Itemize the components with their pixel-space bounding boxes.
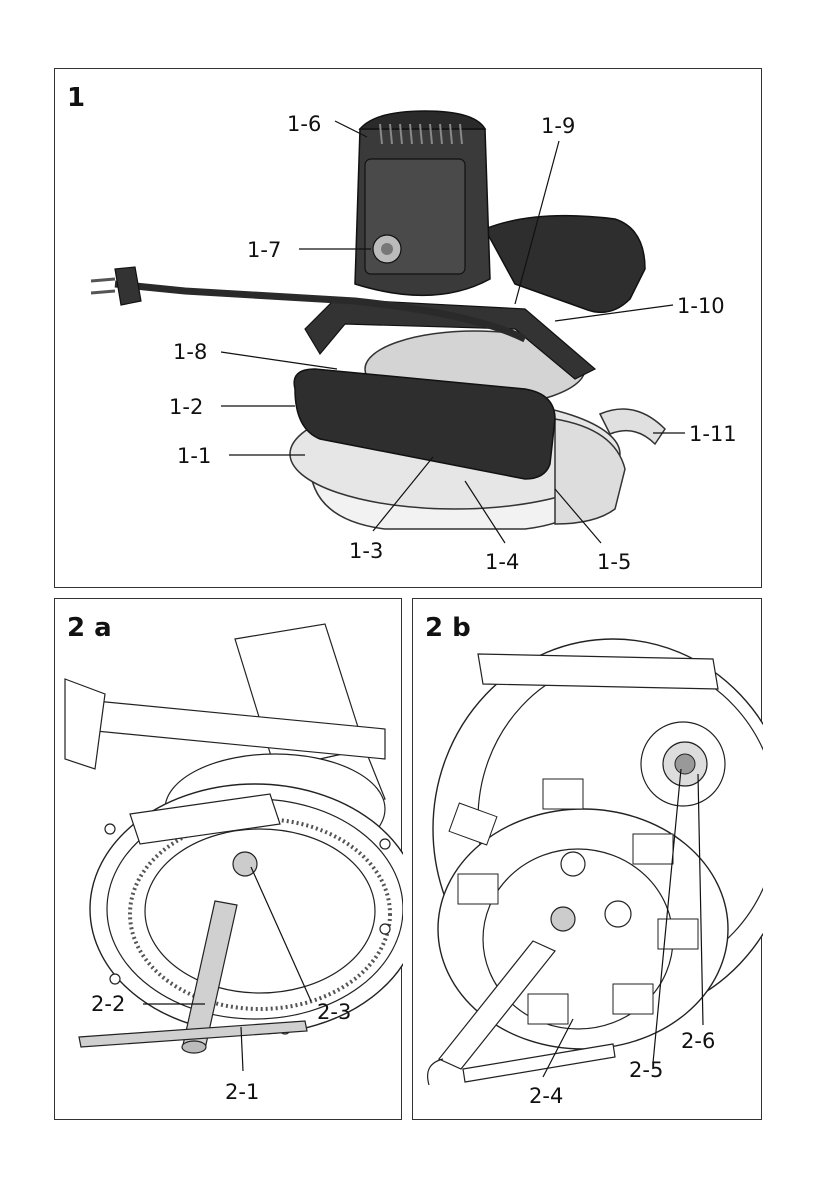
label-2-2: 2-2 — [91, 992, 125, 1016]
label-1-6: 1-6 — [287, 112, 321, 136]
label-1-7: 1-7 — [247, 238, 281, 262]
label-2-5: 2-5 — [629, 1058, 663, 1082]
label-1-8: 1-8 — [173, 340, 207, 364]
figure-1-panel: 1 — [54, 68, 762, 588]
label-2-4: 2-4 — [529, 1084, 563, 1108]
label-1-9: 1-9 — [541, 114, 575, 138]
label-1-5: 1-5 — [597, 550, 631, 574]
label-1-3: 1-3 — [349, 539, 383, 563]
label-1-2: 1-2 — [169, 395, 203, 419]
figure-2a-panel: 2 a — [54, 598, 402, 1120]
figure-2a-illustration: 2-2 2-3 2-1 — [55, 599, 403, 1121]
label-1-10: 1-10 — [677, 294, 725, 318]
label-1-4: 1-4 — [485, 550, 519, 574]
label-2-1: 2-1 — [225, 1080, 259, 1104]
label-1-11: 1-11 — [689, 422, 737, 446]
figure-2b-panel: 2 b — [412, 598, 762, 1120]
label-1-1: 1-1 — [177, 444, 211, 468]
label-2-6: 2-6 — [681, 1029, 715, 1053]
figure-2b-illustration: 2-4 2-5 2-6 — [413, 599, 763, 1121]
figure-1-illustration: 1-6 1-7 1-8 1-2 1-1 1-3 1-4 1-5 1-9 1-10… — [55, 69, 763, 589]
label-2-3: 2-3 — [317, 1000, 351, 1024]
